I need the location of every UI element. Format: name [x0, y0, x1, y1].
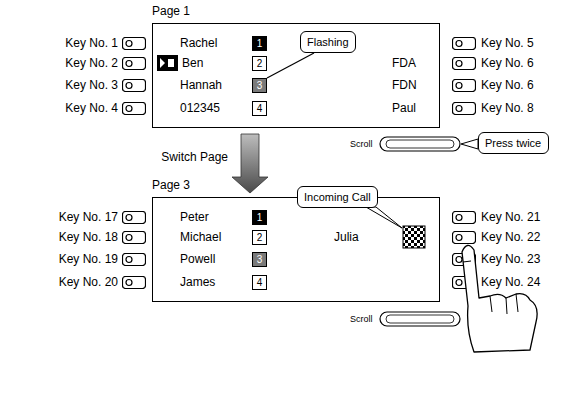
- entry-name: Powell: [180, 252, 215, 266]
- key-button: [123, 254, 146, 266]
- key-label: Key No. 8: [481, 101, 534, 115]
- scroll-button-outline: [380, 312, 460, 326]
- key-label: Key No. 2: [65, 56, 118, 70]
- key-label: Key No. 19: [59, 252, 118, 266]
- key-label: Key No. 22: [481, 230, 540, 244]
- page-heading: Page 1: [152, 4, 190, 18]
- key-button: [453, 212, 476, 224]
- selection-marker-bar: [168, 59, 174, 67]
- entry-name: Peter: [180, 210, 209, 224]
- line-number-box: 1: [252, 210, 267, 225]
- key-button: [123, 38, 146, 50]
- key-button: [123, 58, 146, 70]
- callout-pointer: [267, 53, 314, 78]
- key-label: Key No. 1: [65, 36, 118, 50]
- key-label: Key No. 17: [59, 210, 118, 224]
- key-button: [123, 80, 146, 92]
- line-number: 1: [257, 211, 263, 224]
- line-number: 3: [257, 253, 263, 266]
- selection-marker-arrow: [160, 58, 165, 68]
- line-number-box: 3: [252, 78, 267, 93]
- scroll-button: [380, 312, 460, 326]
- key-buttons: [123, 38, 476, 289]
- key-label: Key No. 23: [481, 252, 540, 266]
- line-number: 1: [257, 37, 263, 50]
- callout-text: Incoming Call: [304, 187, 371, 207]
- key-button: [453, 103, 476, 115]
- key-button: [123, 277, 146, 289]
- key-button: [123, 103, 146, 115]
- key-label: Key No. 6: [481, 78, 534, 92]
- line-number: 4: [257, 276, 263, 289]
- scroll-label: Scroll: [350, 314, 373, 325]
- entry-name: Michael: [180, 230, 221, 244]
- key-label: Key No. 21: [481, 210, 540, 224]
- key-label: Key No. 6: [481, 56, 534, 70]
- line-number: 2: [257, 57, 263, 70]
- key-label: Key No. 24: [481, 275, 540, 289]
- callout-pointer: [461, 139, 478, 149]
- callout-text: Flashing: [307, 32, 349, 52]
- checker-icon: [403, 226, 425, 248]
- line-number: 2: [257, 231, 263, 244]
- key-label: Key No. 4: [65, 101, 118, 115]
- line-number-box: 1: [252, 36, 267, 51]
- incoming-call-icon: [366, 207, 425, 248]
- line-number-box: 4: [252, 275, 267, 290]
- selection-marker-box: [157, 55, 178, 71]
- callout-pointer: [366, 207, 402, 228]
- entry-name: Hannah: [180, 78, 222, 92]
- key-button: [453, 232, 476, 244]
- scroll-button-inner: [386, 315, 454, 323]
- entry-name: FDN: [392, 78, 417, 92]
- entry-name: Paul: [392, 101, 416, 115]
- entry-name: Rachel: [180, 36, 217, 50]
- scroll-button-outline: [380, 137, 460, 151]
- edge-label: Switch Page: [161, 150, 228, 164]
- key-label: Key No. 3: [65, 78, 118, 92]
- fingernail: [463, 261, 471, 262]
- callout-box: Incoming Call: [297, 186, 378, 208]
- pointer-line: [267, 53, 314, 78]
- entry-name: James: [180, 275, 215, 289]
- callout-box: Flashing: [300, 31, 356, 53]
- entry-name: Ben: [182, 56, 203, 70]
- key-button: [453, 80, 476, 92]
- entry-name: FDA: [392, 56, 416, 70]
- callout-box: Press twice: [478, 132, 549, 154]
- entry-number: 012345: [180, 101, 220, 115]
- line-number-box: 2: [252, 56, 267, 71]
- callout-text: Press twice: [485, 133, 541, 153]
- switch-arrow: [232, 134, 268, 193]
- finger-creases: [490, 294, 518, 314]
- key-label: Key No. 20: [59, 275, 118, 289]
- key-label: Key No. 18: [59, 230, 118, 244]
- line-number-box: 3: [252, 252, 267, 267]
- key-button: [123, 232, 146, 244]
- caller-name: Julia: [334, 230, 359, 244]
- line-number-box: 4: [252, 101, 267, 116]
- key-label: Key No. 5: [481, 36, 534, 50]
- page-heading: Page 3: [152, 178, 190, 192]
- key-button: [453, 38, 476, 50]
- scroll-button-inner: [386, 140, 454, 148]
- key-button: [123, 212, 146, 224]
- line-number-box: 2: [252, 230, 267, 245]
- line-number: 3: [257, 79, 263, 92]
- selection-marker: [157, 55, 178, 71]
- key-button: [453, 58, 476, 70]
- scroll-label: Scroll: [350, 139, 373, 150]
- scroll-button: [380, 137, 478, 151]
- line-number: 4: [257, 102, 263, 115]
